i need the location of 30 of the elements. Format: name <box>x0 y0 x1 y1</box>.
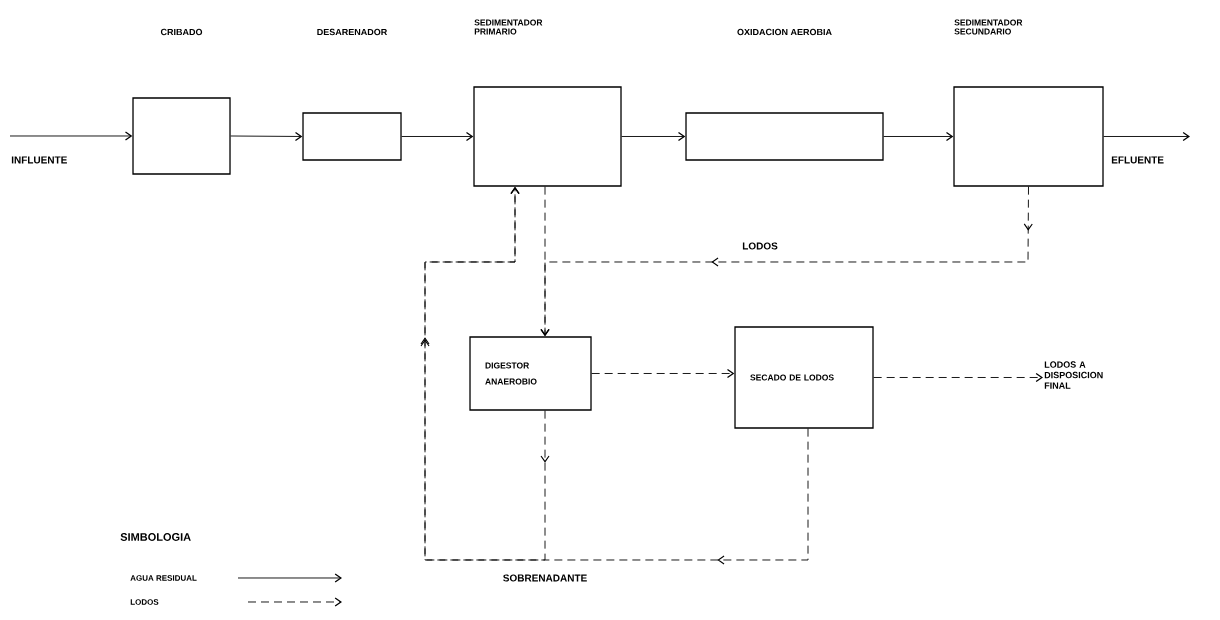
edge-label: INFLUENTE <box>10 155 69 165</box>
legend-title: SIMBOLOGIA <box>120 533 191 541</box>
arrow <box>1103 131 1190 142</box>
process-box <box>685 112 884 161</box>
legend-text: AGUA RESIDUAL <box>130 575 197 581</box>
heading-text: OXIDACION AEROBIA <box>737 28 832 36</box>
heading-text: CRIBADO <box>160 28 203 36</box>
edge-label: EFLUENTE <box>1110 155 1165 165</box>
arrow <box>883 131 954 142</box>
process-box: SECADO DE LODOS <box>734 326 874 429</box>
process-box <box>473 86 622 187</box>
arrow <box>230 131 303 142</box>
arrow <box>9 131 133 141</box>
heading-text: DESARENADOR <box>317 28 388 36</box>
arrow <box>420 186 809 565</box>
process-box <box>953 86 1104 187</box>
process-box <box>132 97 231 175</box>
arrow <box>540 186 550 337</box>
arrow <box>401 131 474 142</box>
arrow <box>621 131 686 142</box>
arrow <box>591 368 735 379</box>
process-box: DIGESTOR ANAEROBIO <box>469 336 592 411</box>
edge-label: LODOS <box>741 241 779 251</box>
process-label: LODOS A DISPOSICION FINAL <box>1044 361 1103 389</box>
edge-label: SOBRENADANTE <box>501 573 589 583</box>
process-box <box>302 112 402 161</box>
arrow <box>873 372 1043 383</box>
heading-text: SEDIMENTADOR SECUNDARIO <box>954 19 1023 35</box>
heading-text: SEDIMENTADOR PRIMARIO <box>474 19 543 35</box>
legend-text: LODOS <box>130 599 159 605</box>
